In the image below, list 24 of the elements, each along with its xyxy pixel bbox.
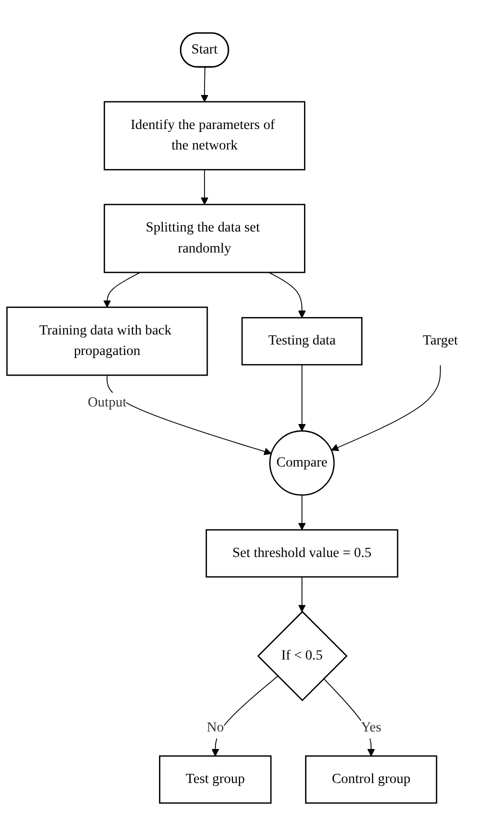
node-box: Training data with back propagation — [6, 306, 208, 376]
node-box: Testing data — [241, 317, 362, 366]
arrow — [268, 272, 306, 318]
node-text: Target — [422, 333, 458, 348]
node-box: Identify the parameters of the network — [104, 101, 306, 170]
arrow — [211, 676, 278, 756]
edge-label: No — [206, 720, 224, 736]
arrow — [331, 364, 441, 451]
arrow — [200, 169, 208, 205]
edge-label: Yes — [361, 720, 382, 736]
node-diamond: If < 0.5 — [257, 610, 348, 702]
arrow — [298, 576, 306, 612]
edge-label: Output — [88, 395, 126, 410]
arrow — [298, 494, 306, 530]
arrow — [106, 374, 272, 456]
arrow — [298, 364, 306, 432]
arrow — [103, 272, 141, 308]
node-box: Splitting the data set randomly — [104, 204, 306, 274]
arrow — [323, 678, 375, 756]
node-circle: Compare — [269, 430, 335, 496]
node-box: Test group — [159, 755, 272, 804]
arrow — [200, 66, 208, 102]
node-box: Control group — [305, 755, 438, 804]
node-box: Set threshold value = 0.5 — [206, 529, 398, 578]
